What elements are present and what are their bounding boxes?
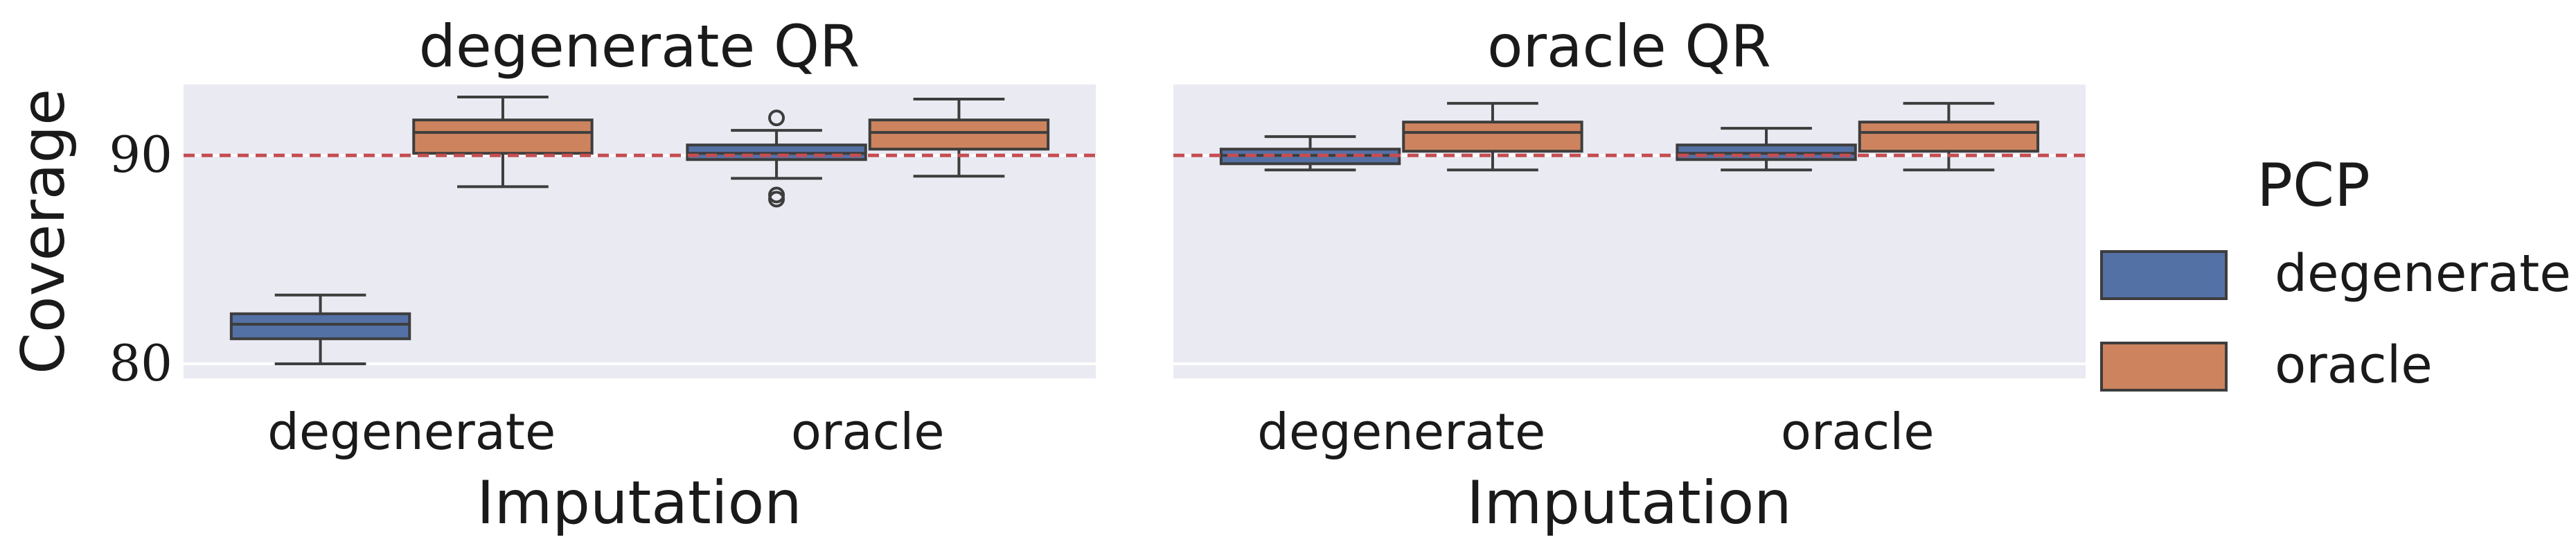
legend-swatch-degenerate: [2100, 250, 2228, 300]
panel-title: oracle QR: [1487, 12, 1771, 80]
boxes: [229, 96, 1050, 365]
box-degenerate: [229, 312, 411, 340]
y-axis-label: Coverage: [9, 89, 78, 374]
y-tick-label: 90: [109, 125, 172, 184]
x-tick-label: oracle: [1781, 403, 1935, 461]
legend-title: PCP: [2257, 151, 2370, 220]
box-oracle: [868, 119, 1050, 151]
legend-label-degenerate: degenerate: [2275, 244, 2571, 304]
legend-swatch-oracle: [2100, 342, 2228, 392]
x-axis-label: Imputation: [477, 468, 801, 538]
outlier-point: [768, 109, 785, 127]
panel-degenerate-qr: degenerate QR 80 90 degenerate oracle Impu…: [109, 12, 1096, 538]
legend: PCP degenerate oracle: [2100, 151, 2571, 395]
outlier-point: [768, 191, 785, 208]
x-tick-label: degenerate: [1257, 403, 1545, 461]
box-oracle: [412, 119, 594, 155]
legend-label-oracle: oracle: [2275, 335, 2433, 395]
x-ticks: degenerate oracle: [1257, 403, 1934, 461]
box-oracle: [1858, 121, 2040, 153]
panel-title: degenerate QR: [419, 12, 860, 80]
panel-oracle-qr: oracle QR degenerate oracle Imputation: [1173, 12, 2086, 538]
x-axis-label: Imputation: [1466, 468, 1791, 538]
x-ticks: degenerate oracle: [267, 403, 944, 461]
box-oracle: [1402, 121, 1583, 153]
x-tick-label: oracle: [791, 403, 945, 461]
x-tick-label: degenerate: [267, 403, 556, 461]
y-tick-label: 80: [109, 334, 172, 392]
y-ticks: 80 90: [109, 125, 172, 392]
